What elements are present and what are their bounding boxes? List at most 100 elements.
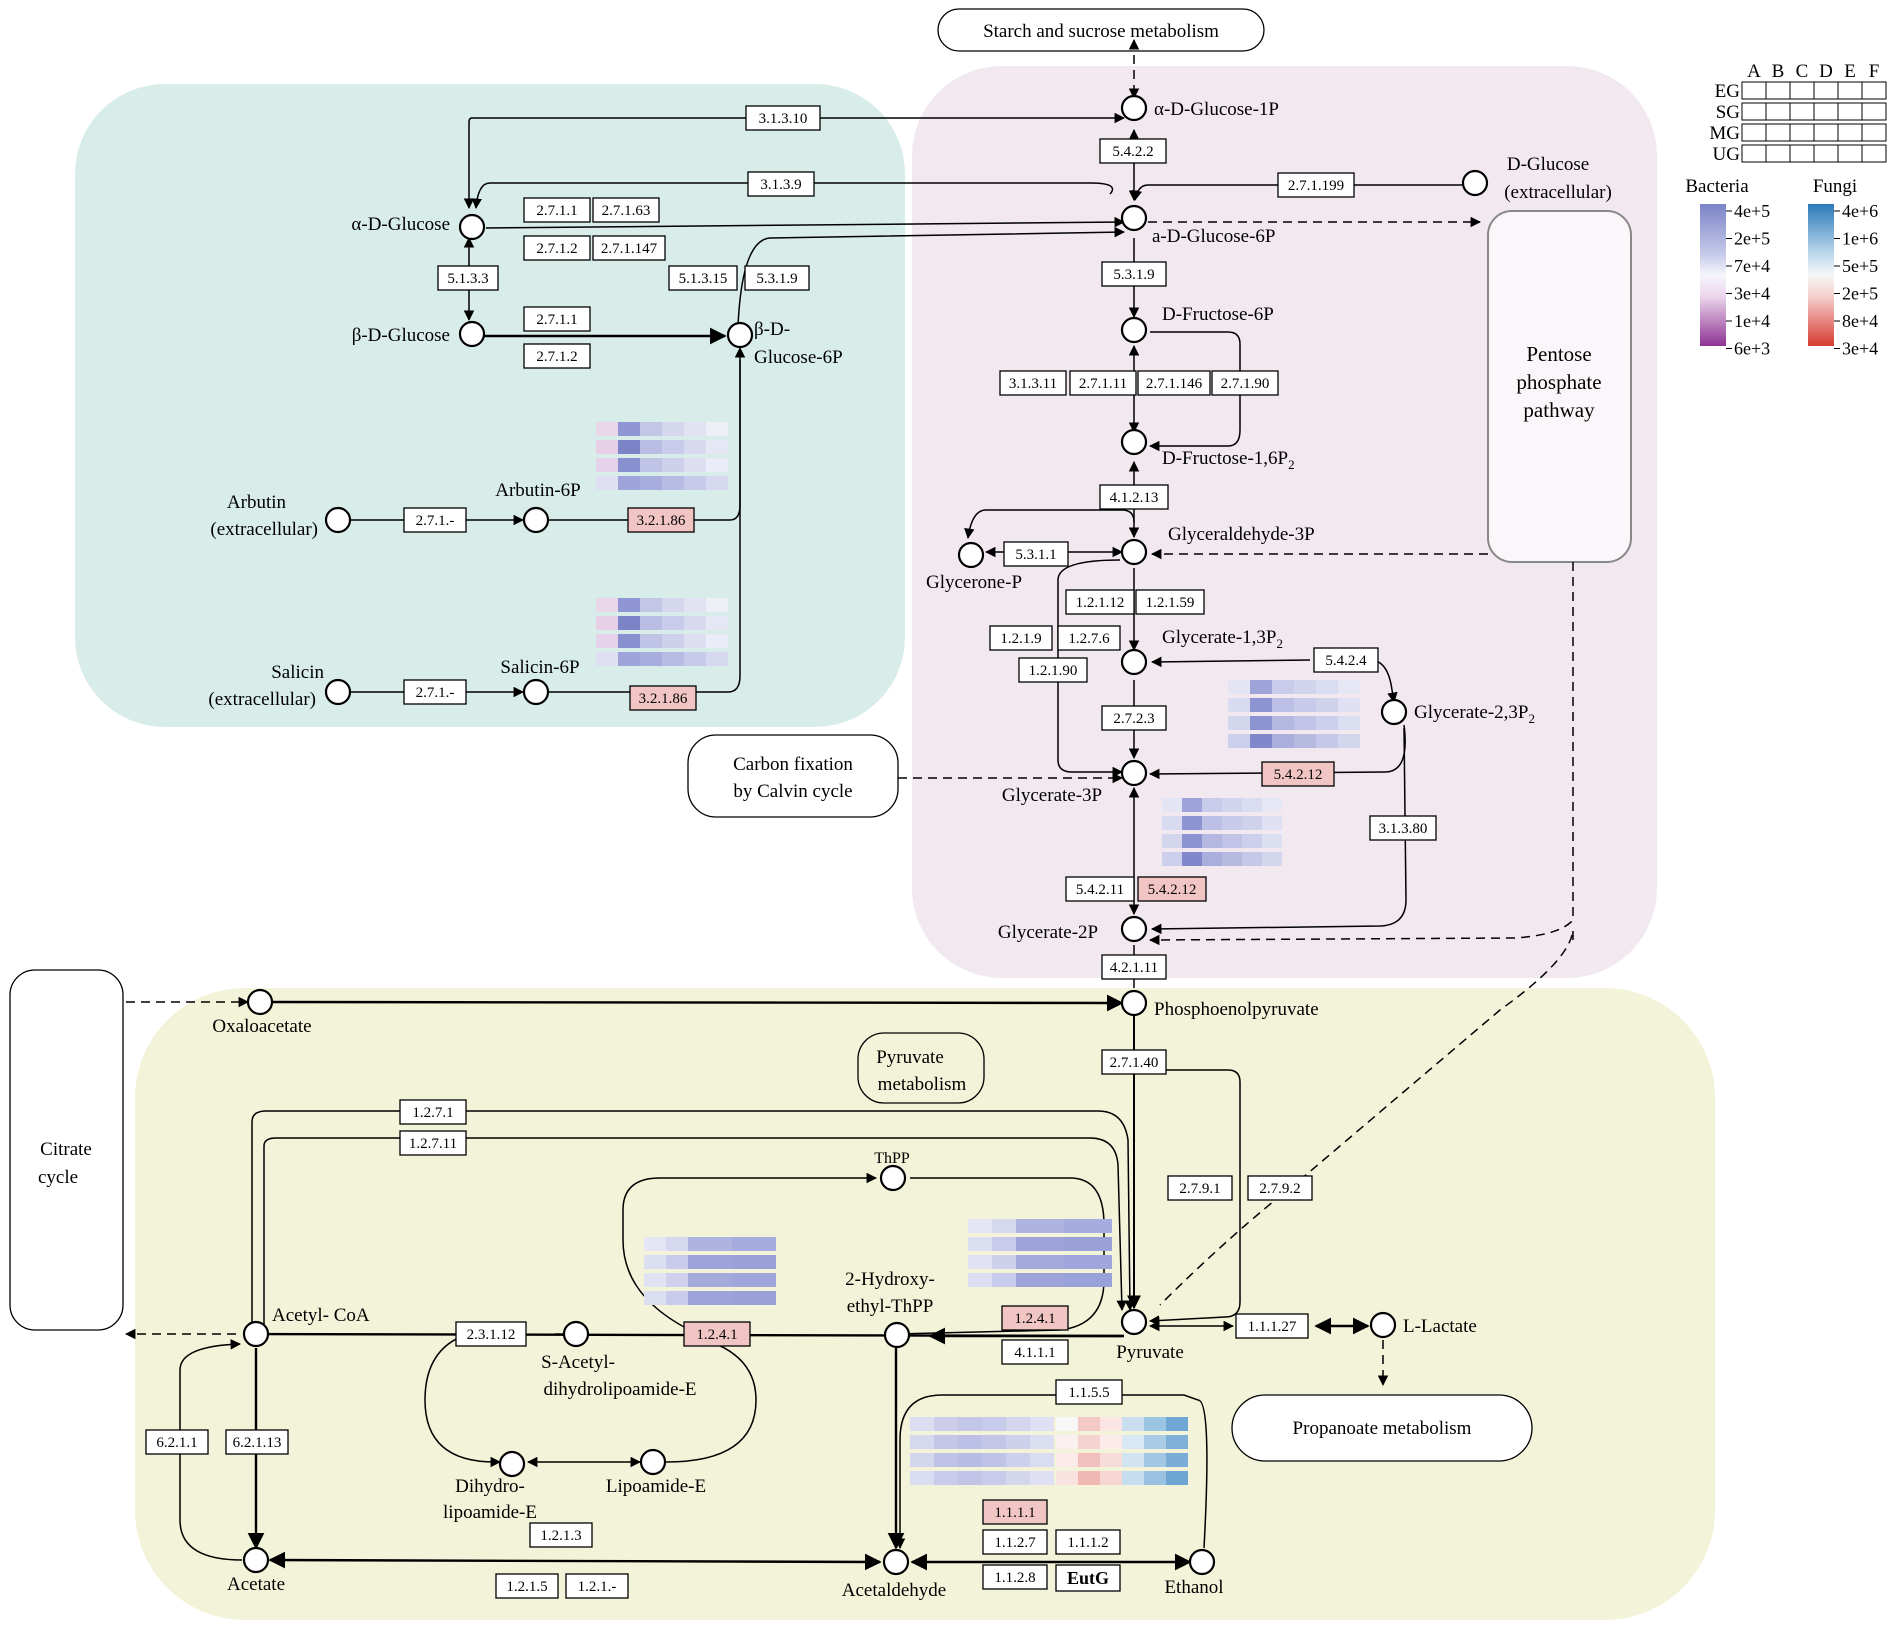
compound-node-fru16p2[interactable] — [1120, 428, 1148, 456]
enzyme-1-2-7-11[interactable]: 1.2.7.11 — [399, 1130, 467, 1156]
legend-grid-cell — [1861, 144, 1887, 163]
enzyme-1-1-1-2[interactable]: 1.1.1.2 — [1055, 1529, 1121, 1555]
enzyme-3-2-1-86[interactable]: 3.2.1.86 — [627, 507, 695, 533]
enzyme-2-7-1-40[interactable]: 2.7.1.40 — [1101, 1049, 1167, 1075]
enzyme-4-2-1-11[interactable]: 4.2.1.11 — [1101, 954, 1167, 980]
enzyme-1-2-1-90[interactable]: 1.2.1.90 — [1018, 657, 1088, 683]
compound-node-g13p2[interactable] — [1120, 648, 1148, 676]
pathway-pyruvate-metabolism[interactable]: Pyruvate metabolism — [857, 1032, 985, 1104]
enzyme-2-7-1-11[interactable]: 2.7.1.11 — [1069, 370, 1137, 396]
enzyme-4-1-1-1[interactable]: 4.1.1.1 — [1001, 1339, 1069, 1365]
enzyme-2-7-1-146[interactable]: 2.7.1.146 — [1137, 370, 1211, 396]
enzyme-5-4-2-12[interactable]: 5.4.2.12 — [1137, 876, 1207, 902]
enzyme-1-2-1--[interactable]: 1.2.1.- — [565, 1573, 629, 1599]
compound-node-acetylcoa[interactable] — [242, 1320, 270, 1348]
enzyme-1-1-2-7[interactable]: 1.1.2.7 — [982, 1529, 1048, 1555]
enzyme-3-1-3-80[interactable]: 3.1.3.80 — [1369, 815, 1437, 841]
enzyme-1-1-2-8[interactable]: 1.1.2.8 — [982, 1564, 1048, 1590]
enzyme-3-1-3-9[interactable]: 3.1.3.9 — [747, 171, 815, 197]
enzyme-2-7-1-147[interactable]: 2.7.1.147 — [592, 235, 666, 261]
heatmap-1-1-1-1-fungi — [1056, 1417, 1188, 1485]
enzyme-3-1-3-10[interactable]: 3.1.3.10 — [745, 105, 821, 131]
compound-node-a-glc1p[interactable] — [1120, 94, 1148, 122]
enzyme-6-2-1-1[interactable]: 6.2.1.1 — [145, 1429, 209, 1455]
enzyme-5-1-3-3[interactable]: 5.1.3.3 — [437, 265, 499, 291]
enzyme-2-7-9-1[interactable]: 2.7.9.1 — [1167, 1175, 1233, 1201]
enzyme-2-7-9-2[interactable]: 2.7.9.2 — [1247, 1175, 1313, 1201]
enzyme-5-3-1-9[interactable]: 5.3.1.9 — [1101, 261, 1167, 287]
enzyme-1-2-1-9[interactable]: 1.2.1.9 — [989, 625, 1053, 651]
enzyme-1-1-1-27[interactable]: 1.1.1.27 — [1235, 1313, 1309, 1339]
enzyme-6-2-1-13[interactable]: 6.2.1.13 — [225, 1429, 289, 1455]
compound-node-salicin6p[interactable] — [522, 678, 550, 706]
compound-node-fru6p[interactable] — [1120, 316, 1148, 344]
enzyme-3-2-1-86[interactable]: 3.2.1.86 — [629, 685, 697, 711]
enzyme-4-1-2-13[interactable]: 4.1.2.13 — [1099, 484, 1169, 510]
enzyme-2-7-1--[interactable]: 2.7.1.- — [403, 679, 467, 705]
enzyme-2-7-1-63[interactable]: 2.7.1.63 — [592, 197, 660, 223]
compound-node-ethanol[interactable] — [1188, 1548, 1216, 1576]
enzyme-2-7-2-3[interactable]: 2.7.2.3 — [1101, 705, 1167, 731]
compound-node-oaa[interactable] — [246, 988, 274, 1016]
enzyme-5-4-2-4[interactable]: 5.4.2.4 — [1313, 647, 1379, 673]
compound-node-arbutin6p[interactable] — [522, 506, 550, 534]
pathway-propanoate[interactable]: Propanoate metabolism — [1231, 1394, 1533, 1462]
compound-node-arbutin[interactable] — [324, 506, 352, 534]
pathway-citrate[interactable]: Citrate cycle — [9, 969, 124, 1331]
heatmap-1-2-4-1-a — [644, 1237, 776, 1305]
compound-node-sacetyl[interactable] — [562, 1320, 590, 1348]
enzyme-2-7-1-2[interactable]: 2.7.1.2 — [523, 343, 591, 369]
enzyme-2-7-1-1[interactable]: 2.7.1.1 — [523, 197, 591, 223]
compound-node-a-glc6p[interactable] — [1120, 204, 1148, 232]
enzyme-1-2-1-5[interactable]: 1.2.1.5 — [495, 1573, 559, 1599]
compound-node-llactate[interactable] — [1369, 1311, 1397, 1339]
reaction-edge — [549, 360, 741, 693]
enzyme-2-7-1-199[interactable]: 2.7.1.199 — [1277, 172, 1355, 198]
compound-node-salicin[interactable] — [324, 678, 352, 706]
enzyme-5-1-3-15[interactable]: 5.1.3.15 — [668, 265, 738, 291]
enzyme-1-2-1-12[interactable]: 1.2.1.12 — [1065, 589, 1135, 615]
enzyme-5-3-1-9[interactable]: 5.3.1.9 — [744, 265, 810, 291]
enzyme-1-2-7-1[interactable]: 1.2.7.1 — [399, 1099, 467, 1125]
compound-node-b-glc6p[interactable] — [726, 321, 754, 349]
compound-node-b-glc[interactable] — [458, 320, 486, 348]
pathway-carbon-fixation[interactable]: Carbon fixation by Calvin cycle — [687, 734, 899, 818]
compound-node-dihydro[interactable] — [498, 1450, 526, 1478]
enzyme-5-3-1-1[interactable]: 5.3.1.1 — [1003, 541, 1069, 567]
enzyme-2-7-1-2[interactable]: 2.7.1.2 — [523, 235, 591, 261]
enzyme-1-2-4-1[interactable]: 1.2.4.1 — [683, 1321, 751, 1347]
enzyme-3-1-3-11[interactable]: 3.1.3.11 — [999, 370, 1067, 396]
compound-node-acetaldehyde[interactable] — [882, 1548, 910, 1576]
enzyme-2-7-1--[interactable]: 2.7.1.- — [403, 507, 467, 533]
enzyme-1-2-1-59[interactable]: 1.2.1.59 — [1135, 589, 1205, 615]
enzyme-2-3-1-12[interactable]: 2.3.1.12 — [455, 1321, 527, 1347]
compound-node-a-glc[interactable] — [458, 213, 486, 241]
compound-node-gap[interactable] — [1120, 538, 1148, 566]
enzyme-5-4-2-12[interactable]: 5.4.2.12 — [1261, 761, 1335, 787]
legend-bacteria-tick: 7e+4 — [1734, 256, 1770, 276]
compound-node-acetate[interactable] — [242, 1546, 270, 1574]
compound-node-glycerone[interactable] — [957, 541, 985, 569]
compound-node-g3p[interactable] — [1120, 759, 1148, 787]
enzyme-1-2-4-1[interactable]: 1.2.4.1 — [1001, 1305, 1069, 1331]
compound-node-g2p[interactable] — [1120, 915, 1148, 943]
enzyme-2-7-1-1[interactable]: 2.7.1.1 — [523, 306, 591, 332]
compound-node-g23p2[interactable] — [1380, 698, 1408, 726]
pathway-pentose[interactable]: Pentose phosphate pathway — [1487, 210, 1632, 563]
compound-node-pyruvate[interactable] — [1120, 1308, 1148, 1336]
enzyme-5-4-2-11[interactable]: 5.4.2.11 — [1065, 876, 1135, 902]
compound-node-hethpp[interactable] — [883, 1321, 911, 1349]
compound-node-thpp[interactable] — [879, 1164, 907, 1192]
pathway-starch[interactable]: Starch and sucrose metabolism — [937, 8, 1265, 52]
compound-node-lipoamide[interactable] — [639, 1448, 667, 1476]
legend-column-label: E — [1844, 61, 1856, 82]
enzyme-1-1-1-1[interactable]: 1.1.1.1 — [982, 1499, 1048, 1525]
enzyme-eutg[interactable]: EutG — [1055, 1564, 1121, 1592]
compound-node-dglucose-ext[interactable] — [1461, 169, 1489, 197]
enzyme-1-1-5-5[interactable]: 1.1.5.5 — [1055, 1379, 1123, 1405]
enzyme-5-4-2-2[interactable]: 5.4.2.2 — [1099, 138, 1167, 164]
compound-node-pep[interactable] — [1120, 989, 1148, 1017]
enzyme-2-7-1-90[interactable]: 2.7.1.90 — [1211, 370, 1279, 396]
enzyme-1-2-1-3[interactable]: 1.2.1.3 — [529, 1522, 593, 1548]
enzyme-1-2-7-6[interactable]: 1.2.7.6 — [1057, 625, 1121, 651]
